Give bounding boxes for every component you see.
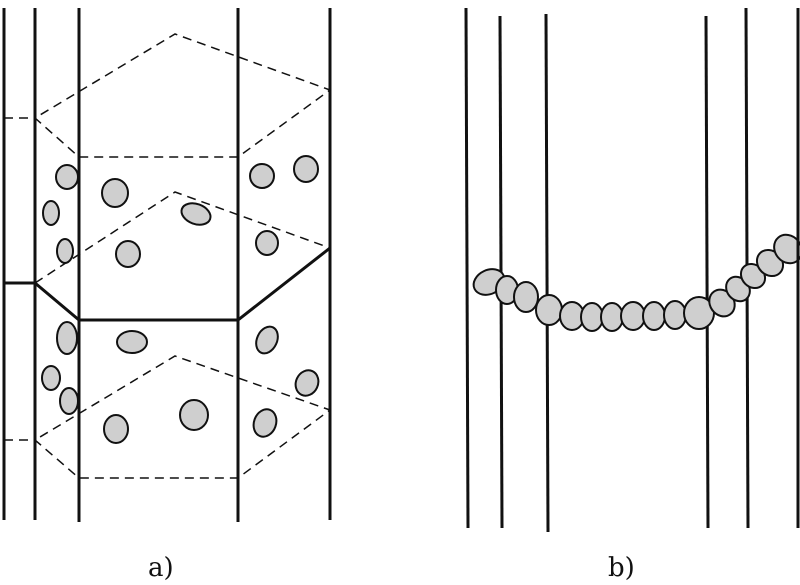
- particle: [536, 295, 562, 325]
- particle: [514, 282, 538, 312]
- wall-line: [466, 8, 468, 528]
- particle: [42, 366, 60, 390]
- dashed-hexagon-top: [4, 34, 330, 157]
- particle: [256, 231, 278, 255]
- wall-line: [706, 16, 708, 528]
- panel-b: [466, 8, 748, 532]
- particle: [56, 165, 78, 189]
- panel-a-caption: a): [148, 553, 174, 583]
- panel-a: [4, 8, 330, 522]
- particle: [664, 301, 686, 329]
- particle: [601, 303, 623, 331]
- particle: [294, 156, 318, 182]
- particle: [104, 415, 128, 443]
- panel-b-caption: b): [608, 553, 635, 583]
- particle: [57, 322, 77, 354]
- particle: [643, 302, 665, 330]
- wall-line: [546, 14, 548, 532]
- particle: [117, 331, 147, 353]
- solid-boundary: [4, 248, 330, 320]
- particle-chain-b: [469, 229, 800, 331]
- particle: [57, 239, 73, 263]
- particles-a: [42, 156, 322, 443]
- particle: [621, 302, 645, 330]
- particle: [60, 388, 78, 414]
- particle: [252, 323, 282, 357]
- particle: [43, 201, 59, 225]
- particle: [581, 303, 603, 331]
- particle: [102, 179, 128, 207]
- particle: [180, 400, 208, 430]
- dashed-boundaries: [4, 34, 330, 478]
- particle: [250, 164, 274, 188]
- particle: [250, 406, 280, 440]
- particle: [116, 241, 140, 267]
- particle: [292, 367, 323, 400]
